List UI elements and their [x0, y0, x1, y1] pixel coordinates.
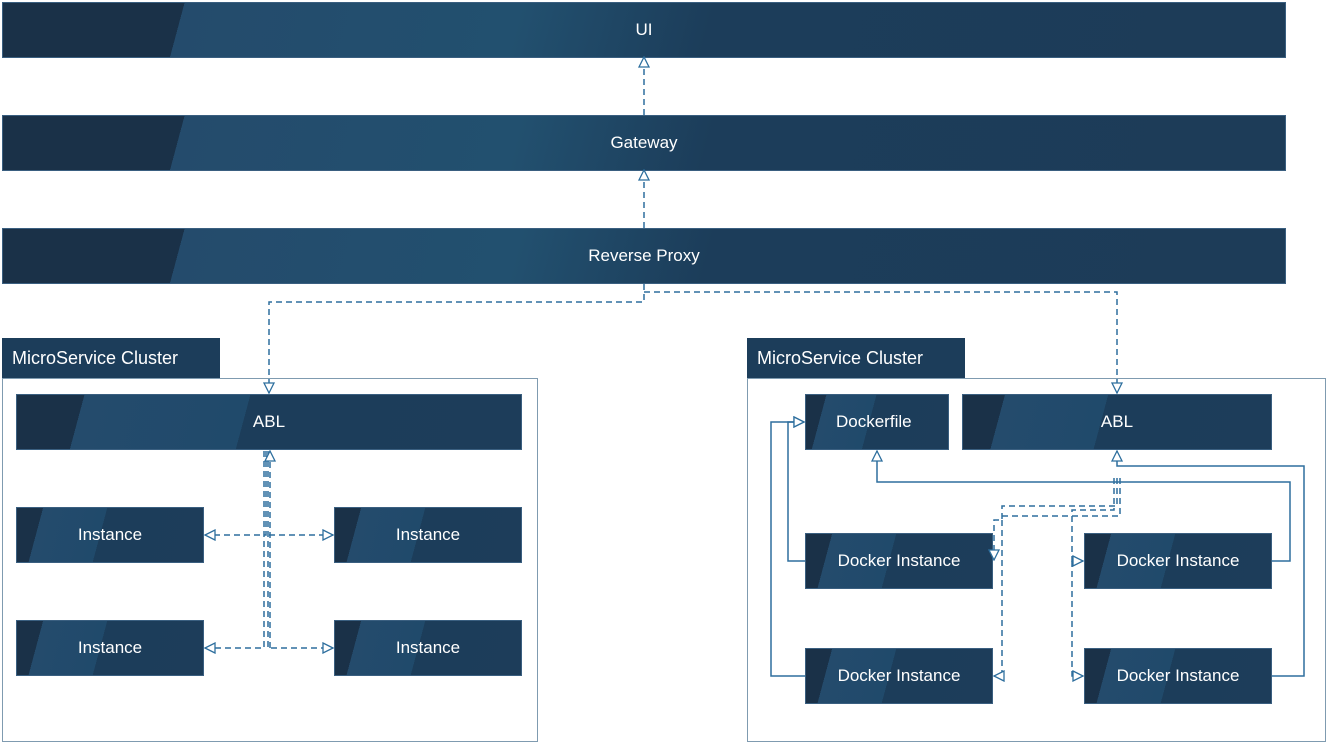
arrow-proxy-to-abl-right	[644, 291, 1117, 393]
arrow-abl-to-docker1	[994, 478, 1118, 560]
cluster-left-title: MicroService Cluster	[2, 338, 220, 378]
docker-instance-node: Docker Instance	[1084, 648, 1272, 704]
instance-node: Instance	[334, 507, 522, 563]
cluster-right-title: MicroService Cluster	[747, 338, 965, 378]
docker-instance-node: Docker Instance	[805, 533, 993, 589]
ui-layer: UI	[2, 2, 1286, 58]
docker-instance-node: Docker Instance	[1084, 533, 1272, 589]
arrow-abl-to-instance-bottom-left	[205, 451, 265, 648]
cluster-right-frame	[747, 378, 1326, 742]
abl-node-left: ABL	[16, 394, 522, 450]
instance-node: Instance	[16, 507, 204, 563]
instance-node: Instance	[16, 620, 204, 676]
reverse-proxy-layer: Reverse Proxy	[2, 228, 1286, 284]
arrow-docker4-to-abl	[1117, 451, 1305, 677]
arrow-docker1-to-dockerfile	[787, 422, 805, 562]
instance-node: Instance	[334, 620, 522, 676]
arrow-abl-to-docker3	[994, 478, 1121, 676]
arrow-abl-to-instance-bottom-right	[267, 451, 333, 648]
arrow-abl-to-docker2	[1071, 478, 1115, 561]
arrow-docker2-to-dockerfile	[877, 451, 1291, 562]
docker-instance-node: Docker Instance	[805, 648, 993, 704]
arrow-proxy-to-abl-left	[269, 284, 645, 393]
arrow-abl-to-docker4	[1071, 561, 1083, 676]
arrow-docker3-to-dockerfile	[770, 422, 805, 677]
abl-node-right: ABL	[962, 394, 1272, 450]
dockerfile-node: Dockerfile	[805, 394, 949, 450]
cluster-left-frame	[2, 378, 538, 742]
arrow-abl-to-instance-top-left	[205, 451, 267, 535]
